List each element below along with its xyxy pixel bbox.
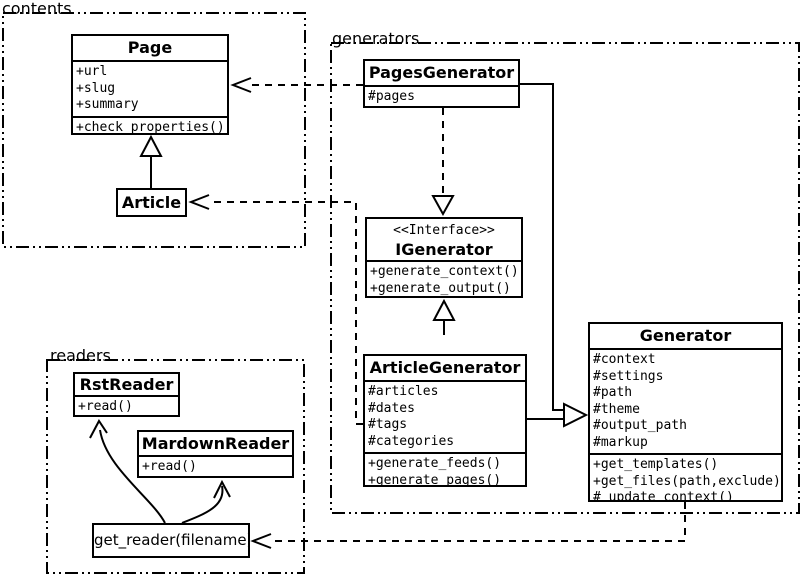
class-box-article: Article [116,188,187,217]
methods-section-rstreader: +read() [75,395,178,415]
class-title-markdownreader: MardownReader [141,434,290,453]
edge-getreader-to-rstreader [99,429,166,524]
attributes-section-articlegenerator: #articles #dates #tags #categories [365,380,525,452]
class-title-rstreader: RstReader [79,375,174,394]
attribute-row: #pages [368,89,415,104]
edge-pagesgenerator-to-generator [520,83,564,411]
attributes-section-generator: #context #settings #path #theme #output_… [590,348,781,453]
triangle-arrowhead-igenerator-bottom [432,298,456,321]
function-box-getreader: get_reader(filename) [92,523,250,558]
class-title-generator: Generator [639,326,732,345]
method-row: +check_properties() [76,119,225,135]
open-arrowhead-rstreader [89,419,108,439]
class-title-pagesgenerator: PagesGenerator [368,63,515,82]
method-row: #_update_context() [593,490,734,502]
attribute-row: +summary [76,97,139,112]
class-box-igenerator: <<Interface>> IGenerator +generate_conte… [365,217,523,298]
class-title-articlegenerator: ArticleGenerator [369,358,521,377]
stereotype-label: <<Interface>> [393,223,495,238]
open-arrowhead-markdownreader [213,479,231,499]
attributes-section-pagesgenerator: #pages [365,85,518,106]
class-box-rstreader: RstReader +read() [73,372,180,417]
open-arrowhead-article [188,194,210,210]
class-box-articlegenerator: ArticleGenerator #articles #dates #tags … [363,354,527,487]
method-row: +generate_context() [370,264,519,279]
class-box-page: Page +url +slug +summary +check_properti… [71,34,229,135]
attribute-row: #articles [368,384,439,399]
package-label-generators: generators [332,29,420,48]
methods-section-articlegenerator: +generate_feeds() +generate_pages() [365,452,525,487]
attribute-row: #markup [593,434,648,450]
class-title-article: Article [121,193,182,212]
package-label-contents: contents [2,0,72,18]
package-label-readers: readers [50,346,111,365]
methods-section-markdownreader: +read() [139,455,292,476]
package-border-contents [2,12,306,248]
attribute-row: #context [593,352,656,367]
attribute-row: +url [76,64,108,79]
edge-articlegenerator-to-article [209,201,363,425]
triangle-arrowhead-generator [563,402,589,428]
method-row: +read() [142,459,197,474]
methods-section-generator: +get_templates() +get_files(path,exclude… [590,453,781,502]
attribute-row: #dates [368,400,415,416]
package-border-readers [46,359,305,574]
method-row: +read() [78,399,133,414]
function-label-getreader: get_reader(filename) [94,531,250,549]
attribute-row: #path [593,385,633,400]
class-box-generator: Generator #context #settings #path #them… [588,322,783,502]
method-row: +generate_output() [370,280,511,296]
method-row: +get_files(path,exclude) [593,473,781,489]
edge-getreader-to-markdownreader [181,485,224,524]
attribute-row: +slug [76,80,116,96]
package-border-generators [330,42,800,514]
open-arrowhead-getreader [250,533,272,549]
methods-section-igenerator: +generate_context() +generate_output() [367,260,521,296]
attribute-row: #categories [368,433,455,449]
triangle-arrowhead-igenerator-top [431,195,455,217]
attribute-row: #output_path [593,418,687,433]
attributes-section-page: +url +slug +summary [73,60,227,116]
attribute-row: #tags [368,417,408,432]
methods-section-page: +check_properties() [73,115,227,135]
triangle-arrowhead-page [139,134,163,157]
attribute-row: #theme [593,401,640,417]
attribute-row: #settings [593,368,664,384]
edge-generator-to-getreader [273,502,686,542]
class-box-pagesgenerator: PagesGenerator #pages [363,59,520,108]
open-arrowhead-page [230,77,252,93]
class-title-page: Page [127,38,173,57]
class-title-igenerator: IGenerator [395,240,493,259]
method-row: +generate_pages() [368,472,502,487]
method-row: +generate_feeds() [368,456,502,471]
class-box-markdownreader: MardownReader +read() [137,430,294,478]
method-row: +get_templates() [593,457,719,472]
